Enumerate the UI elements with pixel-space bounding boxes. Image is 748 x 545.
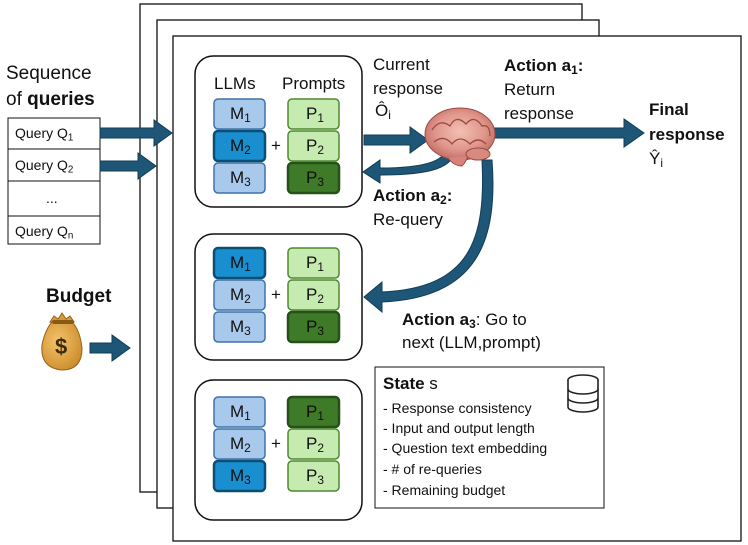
arrow-to-brain [363, 126, 429, 154]
action-a1-title: Action a1: [504, 56, 584, 77]
prompt-box [286, 310, 341, 344]
model-label: M3 [230, 317, 251, 338]
prompt-box [287, 428, 340, 460]
prompt-box [287, 247, 340, 279]
prompt-box [287, 460, 340, 492]
sequence-label: Sequence [6, 63, 92, 84]
prompt-label: P2 [306, 285, 324, 306]
current-response-label-2: response [373, 79, 443, 98]
arrow-requery [362, 147, 456, 184]
model-label: M3 [230, 466, 251, 487]
prompt-box [286, 161, 341, 195]
prompt-label: P3 [306, 466, 324, 487]
query-item: Query Qn [15, 223, 74, 242]
action-a1-line3: response [504, 104, 574, 123]
model-box [213, 311, 266, 343]
budget-label: Budget [46, 286, 112, 307]
current-response-label: Current [373, 55, 430, 74]
model-box [212, 246, 267, 280]
prompt-label: P2 [306, 434, 324, 455]
prompt-label: P1 [306, 104, 324, 125]
model-label: M2 [230, 285, 251, 306]
query-arrows [99, 119, 173, 180]
prompts-header: Prompts [282, 74, 346, 93]
model-label: M3 [230, 168, 251, 189]
prompt-box [287, 279, 340, 311]
plus-sign: + [271, 434, 281, 453]
prompt-label: P1 [306, 402, 324, 423]
action-a3-title: Action a3: Go to [402, 310, 527, 331]
model-box [213, 98, 266, 130]
prompt-label: P3 [306, 168, 324, 189]
final-response-label-2: response [649, 125, 725, 144]
money-bag-icon [41, 312, 83, 371]
query-item: Query Q2 [15, 157, 74, 176]
state-title: State s [383, 374, 438, 393]
model-label: M1 [230, 253, 251, 274]
state-item: - Question text embedding [383, 440, 548, 456]
model-box [213, 162, 266, 194]
model-label: M1 [230, 104, 251, 125]
prompt-box [287, 130, 340, 162]
prompt-box [287, 98, 340, 130]
action-a1-line2: Return [504, 80, 556, 99]
prompt-label: P3 [306, 317, 324, 338]
state-item: - Response consistency [383, 400, 532, 416]
llms-header: LLMs [214, 74, 256, 93]
model-box [212, 459, 267, 493]
plus-sign: + [271, 136, 281, 155]
query-item: Query Q1 [15, 125, 74, 144]
model-box [213, 279, 266, 311]
queries-label: of queries [6, 89, 95, 110]
brain-icon [424, 107, 496, 167]
plus-sign: + [271, 285, 281, 304]
query-list [7, 117, 101, 245]
arrow-final-response [489, 118, 645, 148]
current-response-symbol: Ôi [375, 101, 391, 122]
prompt-label: P1 [306, 253, 324, 274]
state-box [374, 366, 605, 509]
prompt-box [286, 395, 341, 429]
budget-arrow [89, 334, 131, 362]
action-a3-line2: next (LLM,prompt) [402, 333, 541, 352]
state-item: - Remaining budget [383, 482, 506, 498]
query-item-ellipsis: ... [46, 190, 58, 206]
state-item: - Input and output length [383, 420, 535, 436]
model-label: M2 [230, 136, 251, 157]
dollar-sign: $ [55, 334, 68, 359]
model-label: M2 [230, 434, 251, 455]
arrow-next-config [363, 159, 494, 314]
model-box [213, 428, 266, 460]
final-response-symbol: Ŷi [649, 149, 663, 170]
model-label: M1 [230, 402, 251, 423]
action-a2-title: Action a2: [373, 186, 453, 207]
model-box [213, 396, 266, 428]
database-icon [567, 374, 599, 413]
state-item: - # of re-queries [383, 461, 482, 477]
final-response-label: Final [649, 100, 689, 119]
prompt-label: P2 [306, 136, 324, 157]
action-a2-line2: Re-query [373, 210, 443, 229]
model-prompt-boxes [212, 98, 341, 493]
model-box [212, 129, 267, 163]
